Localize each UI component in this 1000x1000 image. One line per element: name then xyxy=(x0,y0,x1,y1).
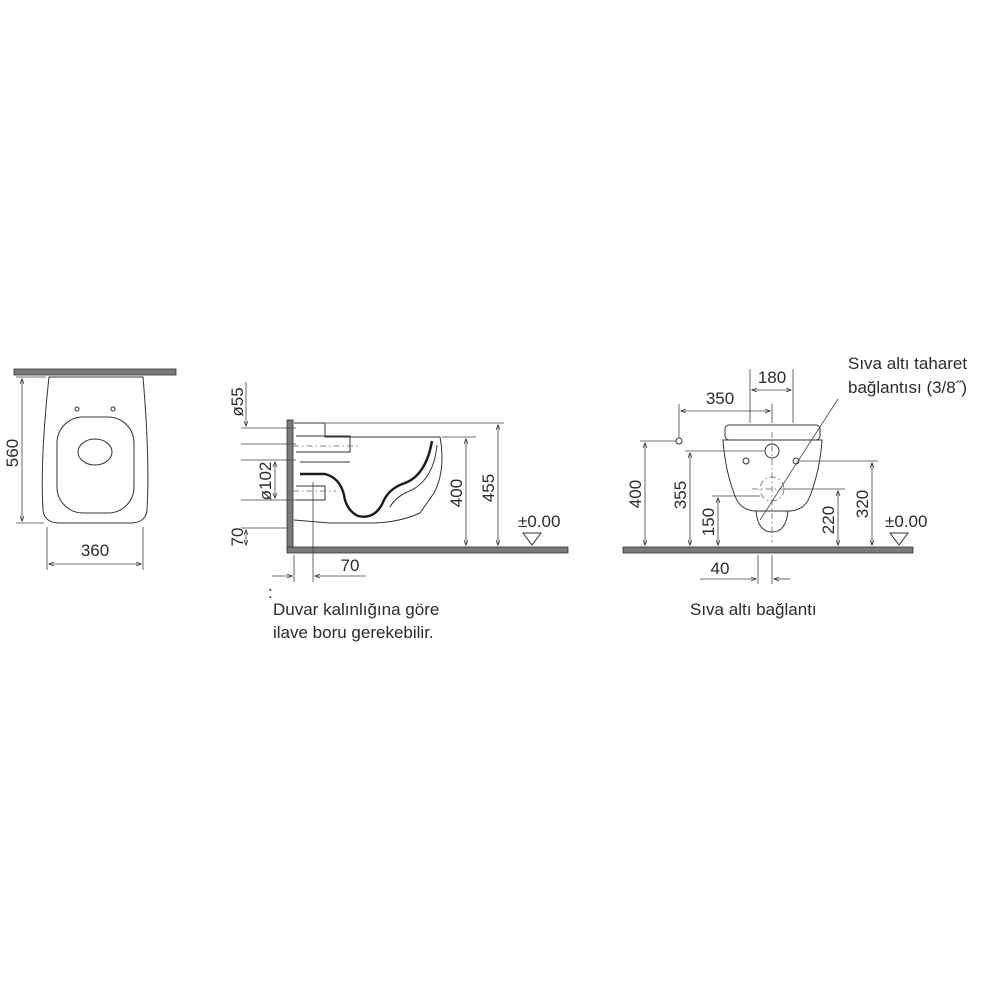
dim-70h-label: 70 xyxy=(341,556,360,575)
top-bowl-outline xyxy=(41,376,149,524)
front-floor-level-marker xyxy=(889,532,909,546)
side-floor xyxy=(286,546,569,554)
dim-320-label: 320 xyxy=(853,490,872,518)
callout-leader xyxy=(759,398,839,521)
front-bolt-left xyxy=(742,457,750,465)
dim-40-label: 40 xyxy=(711,559,730,578)
svg-text::: : xyxy=(268,583,273,602)
side-view: ø55 ø102 70 70 400 455 ±0.00 Duvar kalın… xyxy=(228,382,569,642)
dim-350-label: 350 xyxy=(706,389,734,408)
callout-line2: bağlantısı (3/8˝) xyxy=(848,378,967,397)
dim-d55-label: ø55 xyxy=(228,387,247,416)
front-seat-lid xyxy=(724,424,821,441)
side-floor-level-marker xyxy=(522,532,542,546)
dim-70v-label: 70 xyxy=(228,528,247,547)
dim-355-label: 355 xyxy=(671,481,690,509)
side-wall xyxy=(286,419,294,551)
front-floor xyxy=(622,546,914,554)
top-hinge-right xyxy=(110,406,116,412)
dim-150-label: 150 xyxy=(699,508,718,536)
dim-400-front-label: 400 xyxy=(626,480,645,508)
side-note-line2: ilave boru gerekebilir. xyxy=(273,623,434,642)
dim-180-label: 180 xyxy=(758,368,786,387)
top-bowl-hole xyxy=(77,438,113,466)
side-floor-level-label: ±0.00 xyxy=(518,512,560,531)
front-bidet-connection xyxy=(675,437,683,445)
dim-d102-label: ø102 xyxy=(256,462,275,501)
top-view: 560 360 xyxy=(3,368,177,570)
side-trapway xyxy=(300,440,434,518)
front-bowl-outline xyxy=(722,439,823,512)
dim-560-label: 560 xyxy=(3,439,22,467)
top-wall xyxy=(13,368,177,376)
front-view: 180 350 400 355 150 220 320 40 ±0.00 Sıv… xyxy=(622,354,967,619)
dim-220-label: 220 xyxy=(819,506,838,534)
front-floor-level-label: ±0.00 xyxy=(885,512,927,531)
side-bowl-outline xyxy=(293,422,443,524)
dim-360-label: 360 xyxy=(81,541,109,560)
side-note-line1: Duvar kalınlığına göre xyxy=(273,600,439,619)
top-seat-opening xyxy=(56,416,135,514)
dim-455-label: 455 xyxy=(479,474,498,502)
dim-400-side-label: 400 xyxy=(447,479,466,507)
front-flush-inlet xyxy=(764,443,780,459)
front-caption: Sıva altı bağlantı xyxy=(690,600,817,619)
callout-line1: Sıva altı taharet xyxy=(848,354,967,373)
top-hinge-left xyxy=(74,406,80,412)
